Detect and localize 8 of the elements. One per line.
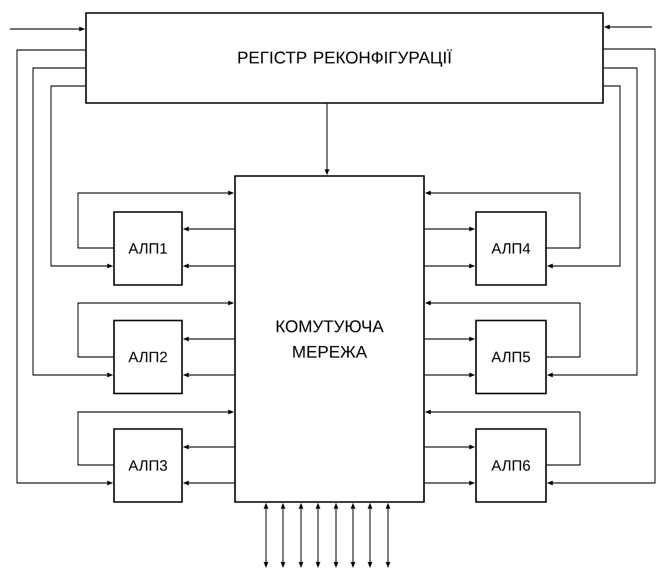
alu-box: АЛП5 (475, 320, 547, 394)
alu-box: АЛП4 (475, 211, 547, 286)
alu-box: АЛП2 (113, 320, 183, 394)
alu-box: АЛП3 (113, 428, 183, 503)
alu-box: АЛП6 (475, 428, 547, 503)
register-box: РЕГІСТР РЕКОНФІГУРАЦІЇ (85, 12, 604, 104)
switching-network-box: КОМУТУЮЧА МЕРЕЖА (234, 175, 425, 503)
alu-box: АЛП1 (113, 211, 183, 286)
